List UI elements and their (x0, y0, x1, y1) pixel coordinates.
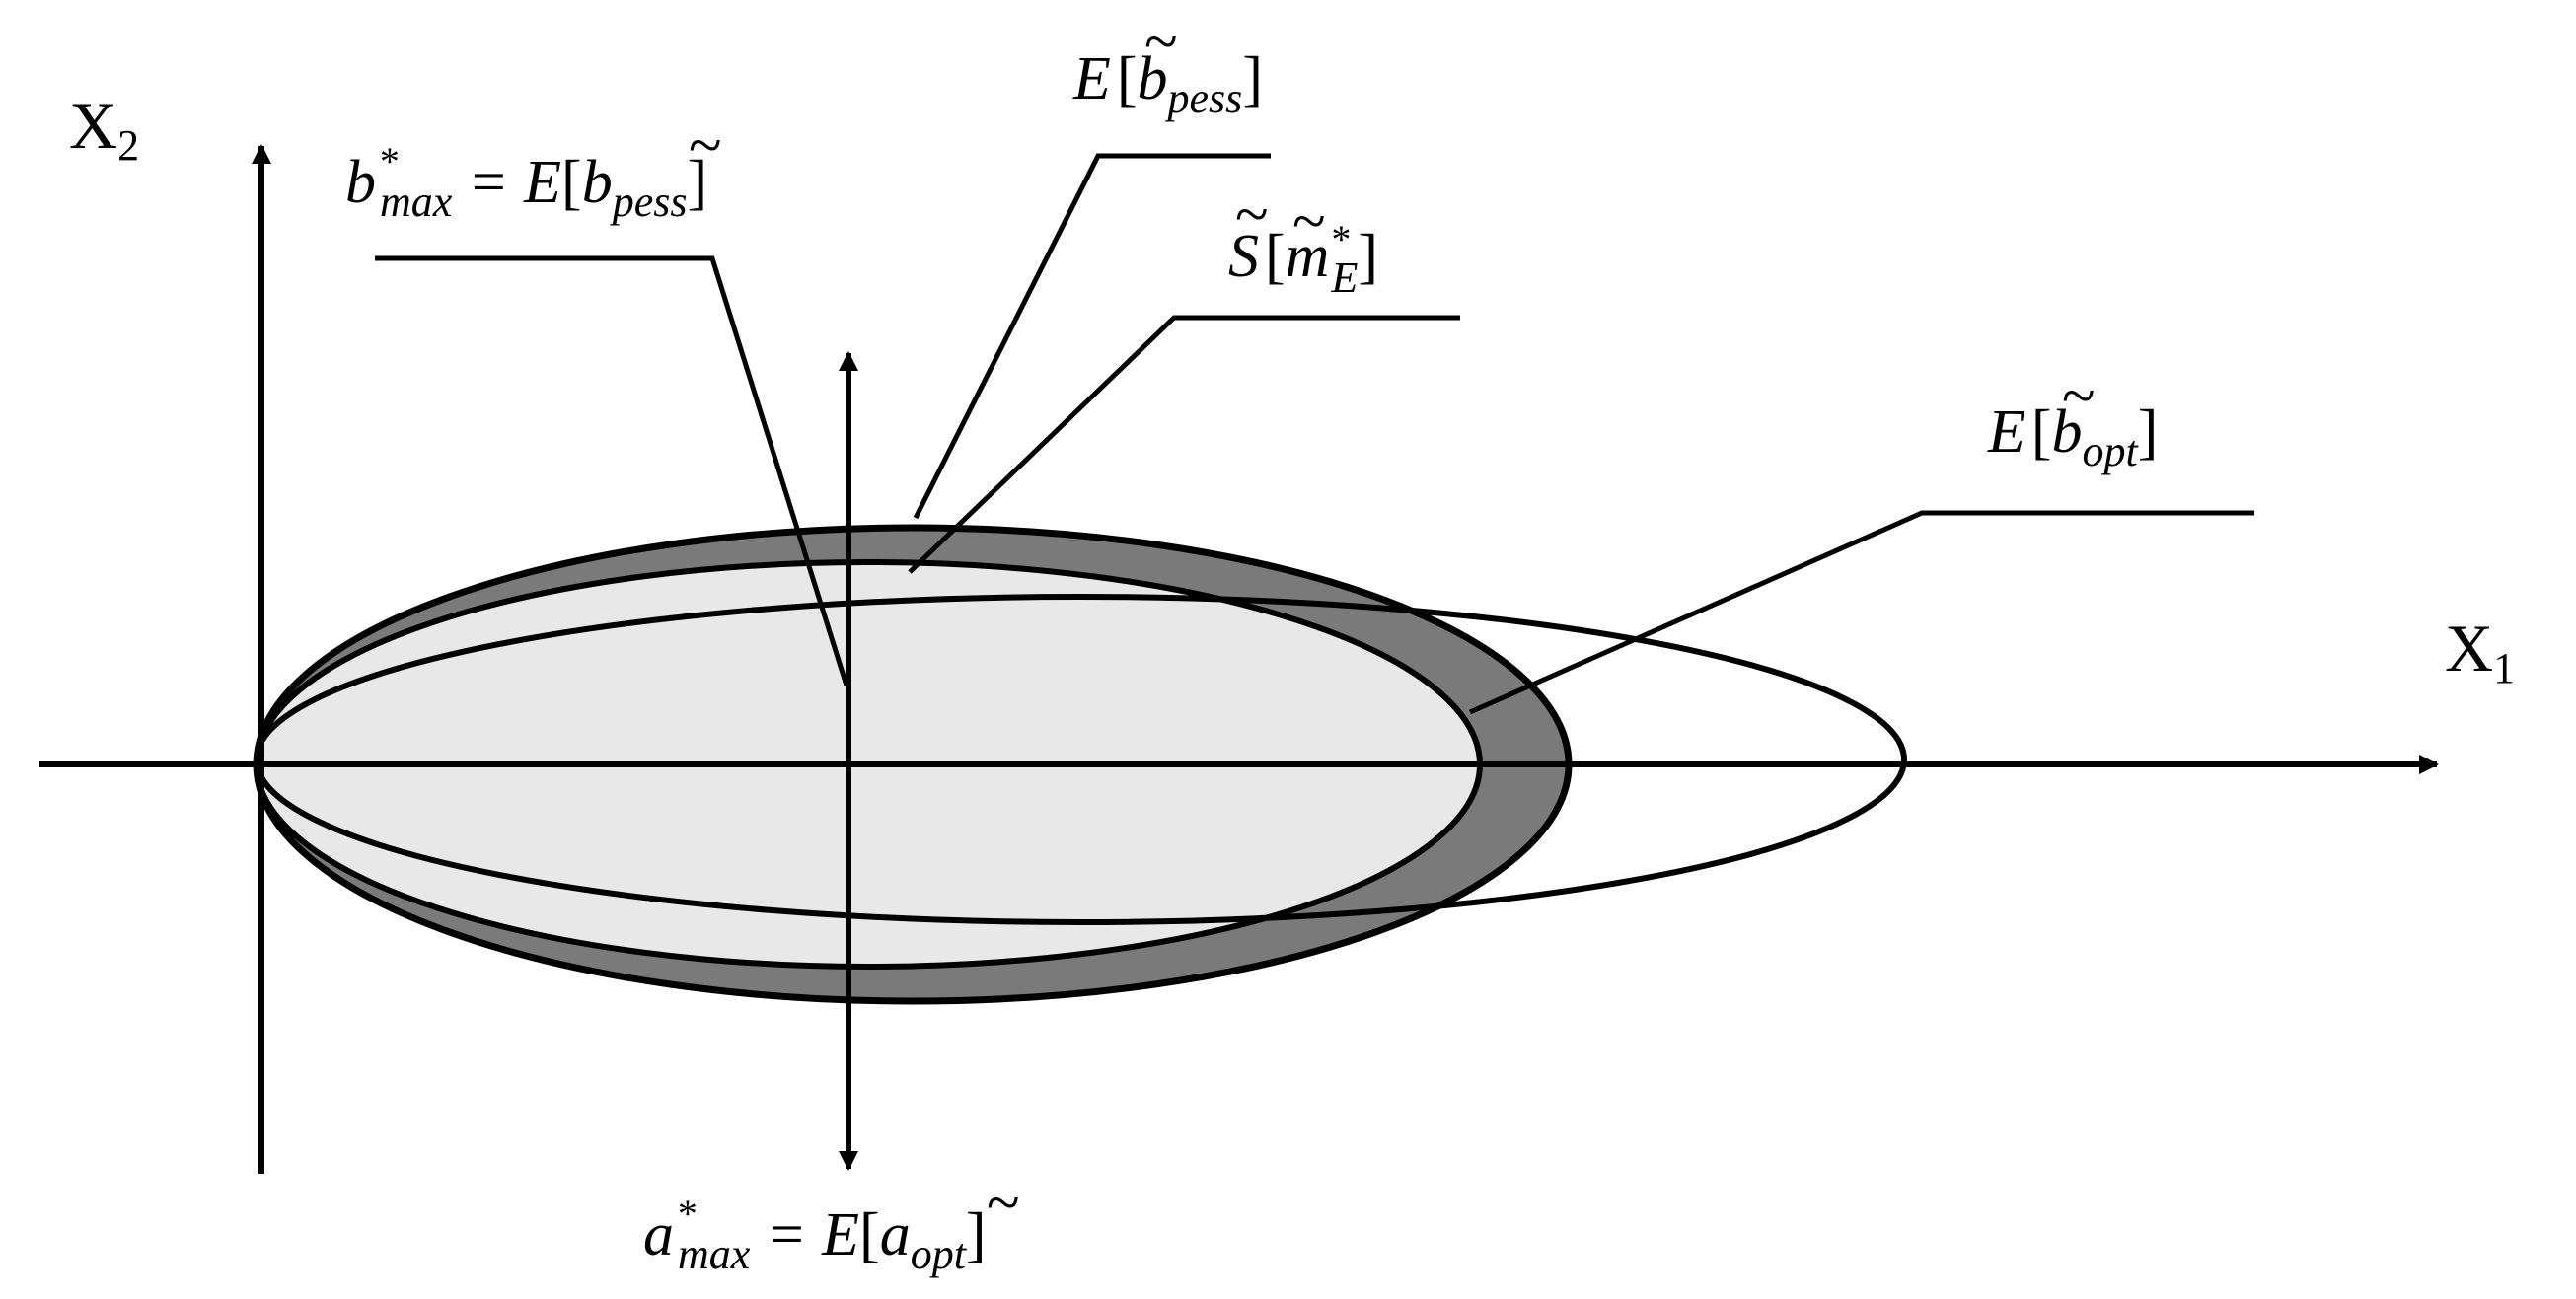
tilde-mark: ~ (1292, 188, 1326, 255)
x1-axis-label: X1 (2445, 611, 2515, 692)
tilde-mark: ~ (689, 112, 722, 180)
tilde-mark: ~ (987, 1170, 1020, 1237)
svg-text:b*max = E[bpess]: b*max = E[bpess] (345, 139, 707, 226)
leader-line-e-b-pess (913, 153, 1271, 520)
label-a-max: a*max = E[aopt] ~ (643, 1170, 1020, 1278)
label-s-m: S[m*E] ~ ~ (1228, 181, 1378, 302)
svg-text:E[bpess]: E[bpess] (1072, 45, 1263, 122)
label-b-max: b*max = E[bpess] ~ (345, 112, 722, 226)
x2-axis-label: X2 (69, 88, 139, 170)
leader-line-e-b-opt (1468, 510, 2254, 715)
label-e-b-pess: E[bpess] ~ (1072, 9, 1263, 122)
ellipse-e-b-opt (254, 594, 1907, 925)
tilde-mark: ~ (2062, 363, 2096, 430)
svg-text:S[m*E]: S[m*E] (1228, 217, 1378, 302)
leader-line-s-m (908, 315, 1460, 574)
tilde-mark: ~ (1144, 9, 1178, 76)
label-e-b-opt: E[bopt] ~ (1987, 363, 2158, 475)
svg-text:a*max = E[aopt]: a*max = E[aopt] (643, 1191, 987, 1278)
svg-text:E[bopt]: E[bopt] (1987, 398, 2158, 475)
leader-line-b-max (375, 255, 849, 686)
tilde-mark: ~ (1235, 181, 1269, 249)
